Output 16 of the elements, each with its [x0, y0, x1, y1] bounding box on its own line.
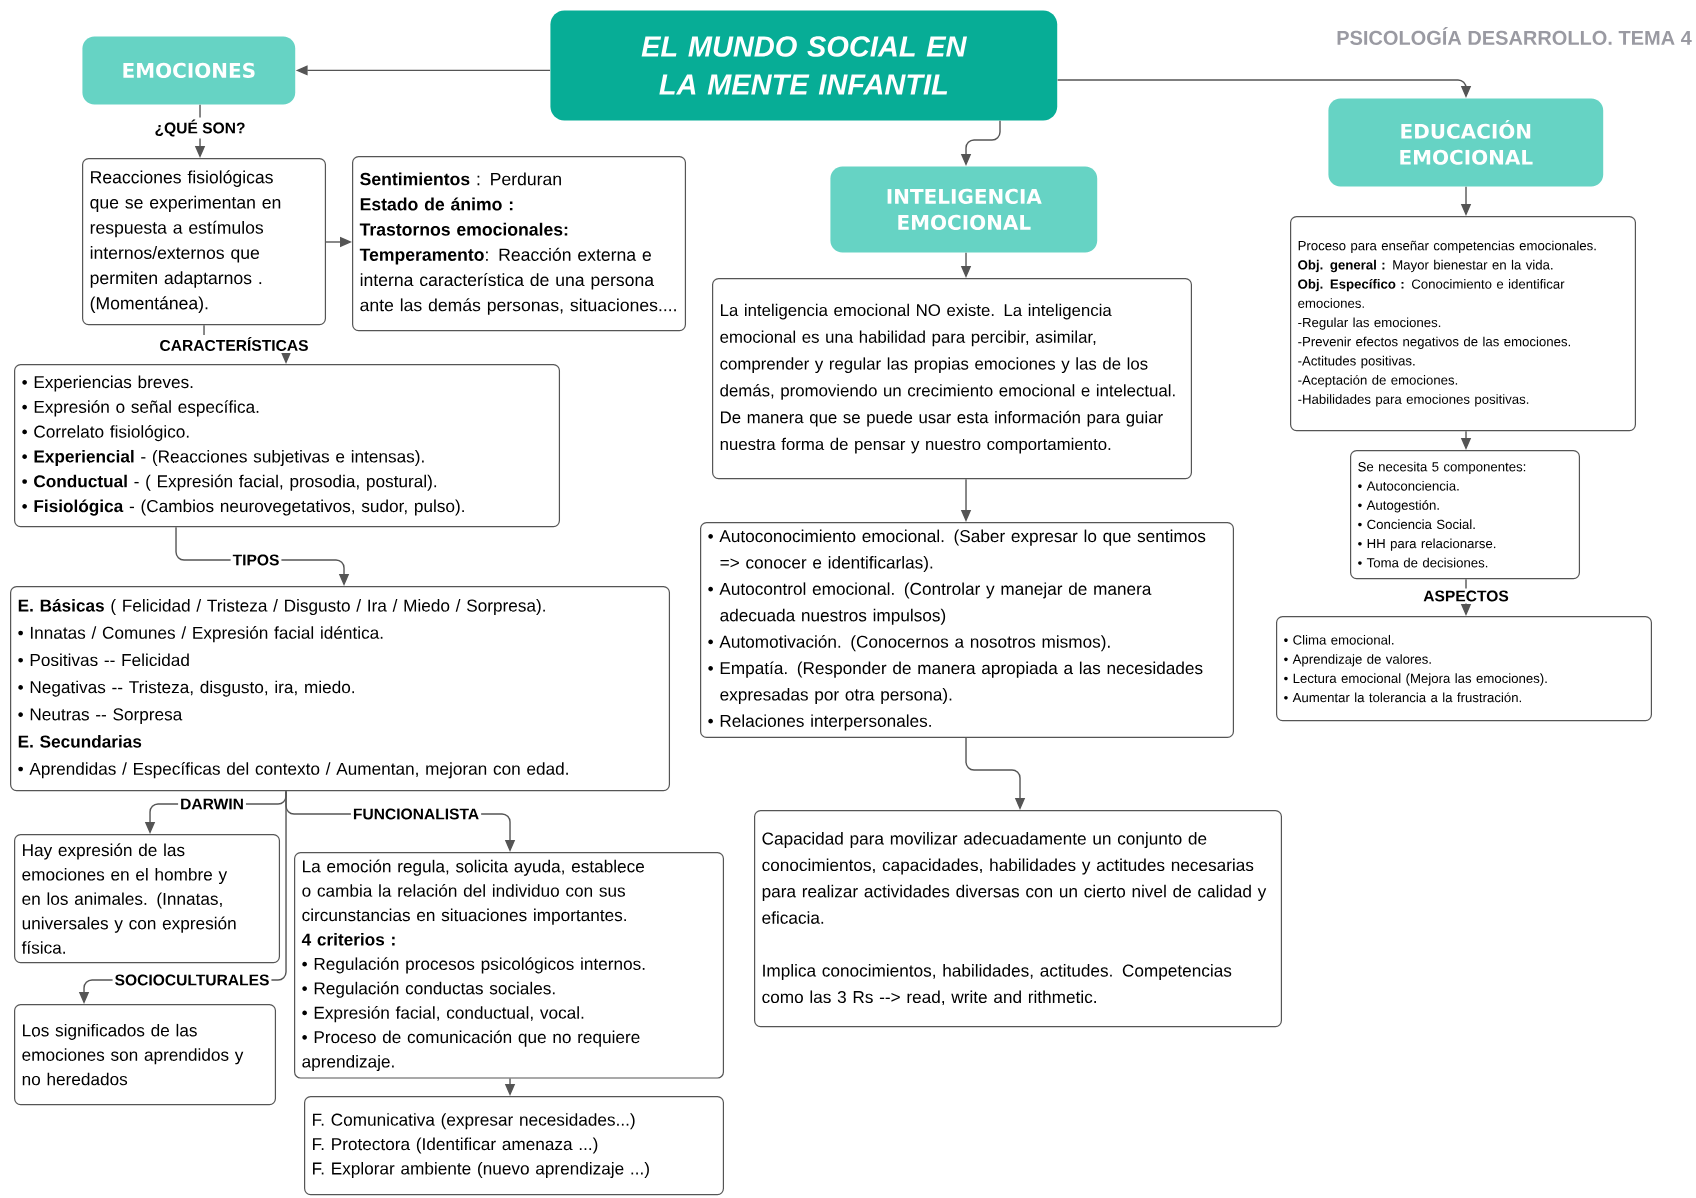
text-box: Capacidad para movilizar adecuadamente un conjunto de conocimientos, capacidades, habilidades y actitudes necesarias para realizar actividades diversas con un cierto nivel de calidad y eficacia. Implica conocimientos, habilidades, actitudes. Competencias como las 3 Rs --> read, write and rithmetic.	[754, 810, 1282, 1028]
text-box: Reacciones fisiológicas que se experimentan en respuesta a estímulos internos/externos que permiten adaptarnos . (Momentánea).	[82, 158, 327, 326]
text-box: Sentimientos : Perduran Estado de ánimo : Trastornos emocionales: Temperamento: Reacción externa e interna característica de una persona ante las demás personas, situaciones....	[352, 156, 686, 332]
text-box: La inteligencia emocional NO existe. La inteligencia emocional es una habilidad para percibir, asimilar, comprender y regular las propias emociones y las de los demás, promoviendo un crecimiento emocional e intelectual. De manera que se puede usar esta información para guiar nuestra forma de pensar y nuestro comportamiento.	[712, 278, 1192, 480]
topic-box: EDUCACIÓN EMOCIONAL	[1328, 98, 1604, 187]
topic-box: EMOCIONES	[82, 36, 296, 105]
text-box: Hay expresión de las emociones en el hombre y en los animales. (Innatas, universales y con expresión física.	[14, 834, 281, 964]
text-box: E. Básicas ( Felicidad / Tristeza / Disgusto / Ira / Miedo / Sorpresa). • Innatas / Comunes / Expresión facial idéntica. • Positivas -- Felicidad • Negativas -- Tristeza, disgusto, ira, miedo. • Neutras -- Sorpresa E. Secundarias • Aprendidas / Específicas del contexto / Aumentan, mejoran con edad.	[10, 586, 670, 792]
text-box: La emoción regula, solicita ayuda, establece o cambia la relación del individuo con sus circunstancias en situaciones importantes. 4 criterios : • Regulación procesos psicológicos internos. • Regulación conductas sociales. • Expresión facial, conductual, vocal. • Proceso de comunicación que no requiere aprendizaje.	[294, 852, 724, 1079]
topic-box: INTELIGENCIA EMOCIONAL	[830, 166, 1098, 253]
text-box: • Autoconocimiento emocional. (Saber expresar lo que sentimos => conocer e identificarlas). • Autocontrol emocional. (Controlar y manejar de manera adecuada nuestros impulsos) • Automotivación. (Conocernos a nosotros mismos). • Empatía. (Responder de manera apropiada a las necesidades expresadas por otra persona). • Relaciones interpersonales.	[700, 522, 1234, 738]
header-text: PSICOLOGÍA DESARROLLO. TEMA 4	[1337, 27, 1692, 45]
title-box: EL MUNDO SOCIAL EN LA MENTE INFANTIL	[550, 10, 1058, 121]
text-box: Los significados de las emociones son aprendidos y no heredados	[14, 1004, 277, 1106]
text-box: • Experiencias breves. • Expresión o señal específica. • Correlato fisiológico. • Experiencial - (Reacciones subjetivas e intensas). • Conductual - ( Expresión facial, prosodia, postural). • Fisiológica - (Cambios neurovegetativos, sudor, pulso).	[14, 364, 560, 528]
text-box: F. Comunicativa (expresar necesidades...) F. Protectora (Identificar amenaza ...) F. Explorar ambiente (nuevo aprendizaje ...)	[304, 1096, 724, 1196]
